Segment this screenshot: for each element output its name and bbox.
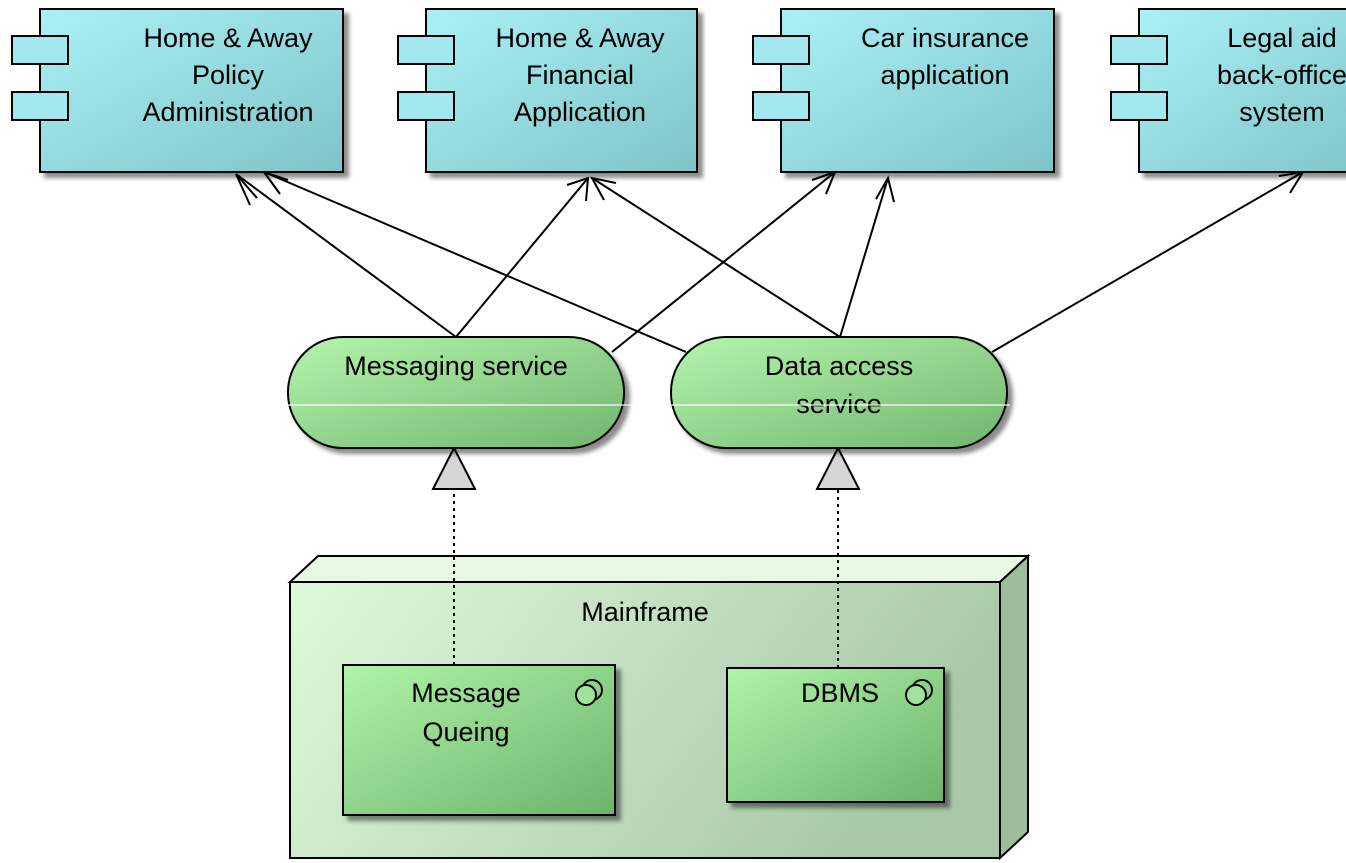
- application-label: Home & Away: [143, 23, 313, 53]
- data-access-to-financial-app: [591, 177, 841, 338]
- service-data-access: Data access service: [670, 336, 1008, 449]
- component-icon-port: [11, 35, 69, 65]
- component-icon-port: [752, 35, 810, 65]
- messaging-to-policy-admin: [235, 173, 457, 338]
- application-label: Application: [514, 97, 646, 127]
- application-label: Administration: [142, 97, 313, 127]
- system-software-label: Message: [411, 678, 521, 708]
- system-software-label: DBMS: [801, 678, 879, 708]
- application-car-insurance: Car insurance application: [752, 8, 1055, 173]
- realization-message-queing-to-messaging-service: [431, 445, 477, 665]
- system-software-dbms: DBMS: [726, 667, 945, 803]
- data-access-to-car-insurance: [839, 177, 889, 338]
- system-software-icon: [575, 679, 603, 706]
- system-software-message-queing: Message Queing: [342, 664, 616, 816]
- component-icon-port: [397, 35, 455, 65]
- system-software-label: Queing: [422, 717, 509, 747]
- application-label: Policy: [192, 60, 265, 90]
- component-icon-port: [1110, 91, 1168, 121]
- application-label: back-office: [1217, 60, 1346, 90]
- messaging-to-financial-app: [455, 177, 589, 338]
- service-label: Messaging service: [344, 351, 568, 381]
- system-software-icon: [905, 679, 933, 706]
- application-financial-application: Home & Away Financial Application: [397, 8, 698, 173]
- realization-dbms-to-data-access-service: [815, 445, 861, 668]
- node-mainframe-label: Mainframe: [581, 597, 709, 627]
- service-label: service: [796, 389, 882, 419]
- data-access-to-policy-admin: [263, 171, 687, 353]
- component-icon-port: [11, 91, 69, 121]
- service-label: Data access: [765, 351, 914, 381]
- service-messaging: Messaging service: [287, 336, 625, 449]
- application-label: system: [1239, 97, 1325, 127]
- application-label: Car insurance: [861, 23, 1029, 53]
- application-label: Legal aid: [1227, 23, 1337, 53]
- component-icon-port: [1110, 35, 1168, 65]
- data-access-to-legal-aid: [991, 171, 1304, 353]
- component-icon-port: [397, 91, 455, 121]
- application-legal-aid: Legal aid back-office system: [1110, 8, 1346, 173]
- application-label: application: [880, 60, 1009, 90]
- application-label: Financial: [526, 60, 634, 90]
- component-icon-port: [752, 91, 810, 121]
- application-label: Home & Away: [495, 23, 665, 53]
- used-by-relations: [235, 170, 1306, 353]
- application-policy-administration: Home & Away Policy Administration: [11, 8, 344, 173]
